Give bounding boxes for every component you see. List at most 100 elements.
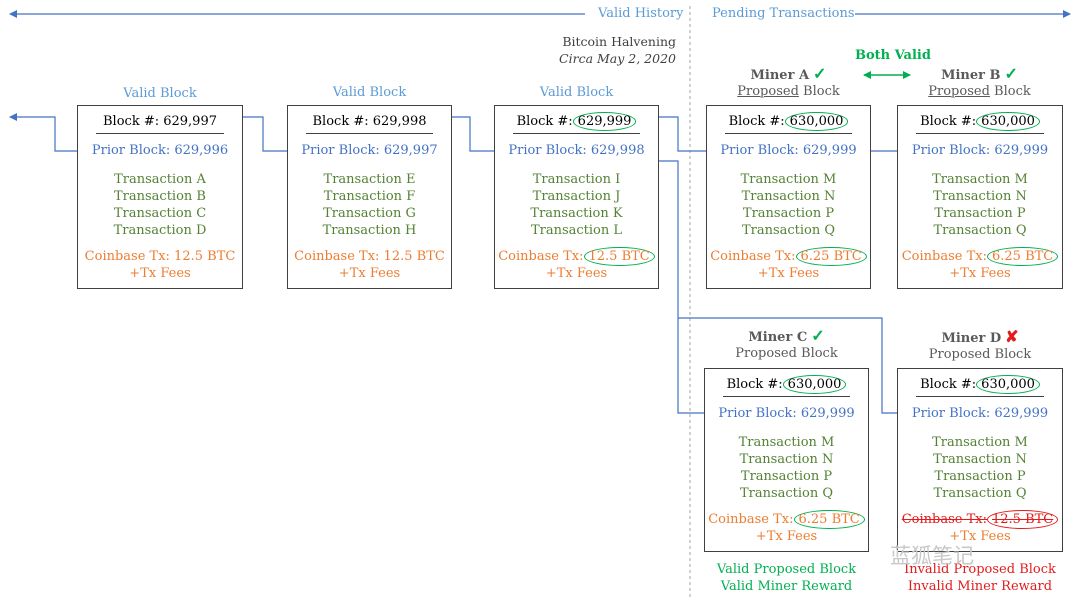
valid-history-label: Valid History — [598, 6, 684, 21]
block-divider — [96, 133, 224, 134]
transaction-item: Transaction P — [934, 206, 1026, 221]
block-number: Block #:630,000 — [898, 375, 1062, 394]
valid-block-label-1: Valid Block — [123, 86, 197, 101]
block-number: Block #: 629,997 — [103, 114, 217, 129]
coinbase-value-highlight: 12.5 BTC — [583, 247, 655, 266]
check-icon: ✓ — [811, 326, 825, 345]
halving-title: Bitcoin Halvening — [562, 34, 676, 49]
block-number-highlight: 630,000 — [782, 375, 847, 394]
tx-fees: +Tx Fees — [755, 529, 818, 544]
transaction-item: Transaction N — [741, 189, 836, 204]
pending-transactions-label: Pending Transactions — [712, 6, 855, 21]
block-629998: Block #: 629,998 Prior Block: 629,997 Tr… — [287, 105, 452, 289]
verdict-reward: Valid Miner Reward — [720, 579, 853, 594]
coinbase-tx: Coinbase Tx: 12.5 BTC — [294, 249, 445, 264]
block-divider — [916, 133, 1044, 134]
prior-block: Prior Block: 629,998 — [508, 143, 645, 158]
transaction-item: Transaction I — [532, 172, 621, 187]
coinbase: Coinbase Tx:12.5 BTC +Tx Fees — [495, 247, 658, 282]
prior-block: Prior Block: 629,999 — [911, 406, 1049, 421]
watermark: 蓝狐笔记 — [890, 544, 974, 568]
transaction-item: Transaction A — [114, 172, 206, 187]
miner-c-verdict: Valid Proposed Block Valid Miner Reward — [694, 561, 879, 595]
block-divider — [725, 133, 852, 134]
valid-block-label-2: Valid Block — [332, 85, 407, 100]
transaction-item: Transaction Q — [739, 486, 834, 501]
verdict-block: Invalid Proposed Block — [904, 562, 1056, 577]
transaction-list: Transaction E Transaction F Transaction … — [288, 171, 451, 239]
link-miner-c-prior — [646, 157, 724, 414]
transaction-list: Transaction I Transaction J Transaction … — [495, 171, 658, 239]
transaction-item: Transaction B — [114, 189, 206, 204]
block-number: Block #:630,000 — [898, 112, 1062, 131]
block-divider — [723, 396, 850, 397]
transaction-list: Transaction M Transaction N Transaction … — [898, 171, 1062, 239]
transaction-list: Transaction M Transaction N Transaction … — [898, 434, 1062, 502]
block-divider — [513, 133, 640, 134]
valid-block-label-3: Valid Block — [539, 85, 614, 100]
coinbase: Coinbase Tx:6.25 BTC +Tx Fees — [898, 247, 1062, 282]
block-number: Block #:630,000 — [705, 375, 868, 394]
transaction-item: Transaction M — [932, 172, 1028, 187]
transaction-item: Transaction F — [323, 189, 416, 204]
coinbase-value-highlight: 6.25 BTC — [987, 247, 1059, 266]
coinbase-value-highlight: 12.5 BTC — [987, 510, 1059, 529]
transaction-item: Transaction J — [532, 189, 621, 204]
block-number-highlight: 630,000 — [976, 112, 1040, 131]
transaction-item: Transaction Q — [741, 223, 836, 238]
transaction-item: Transaction M — [740, 172, 837, 187]
miner-name: Miner A — [750, 68, 810, 83]
coinbase-prefix: Coinbase Tx: — [710, 249, 796, 264]
transaction-item: Transaction M — [932, 435, 1028, 450]
coinbase-value-highlight: 6.25 BTC — [793, 510, 865, 529]
transaction-list: Transaction A Transaction B Transaction … — [78, 171, 242, 239]
miner-a-block: Block #:630,000 Prior Block: 629,999 Tra… — [706, 105, 871, 289]
transaction-item: Transaction L — [530, 223, 623, 238]
prior-block: Prior Block: 629,999 — [718, 406, 855, 421]
coinbase-prefix: Coinbase Tx: — [708, 512, 794, 527]
transaction-list: Transaction M Transaction N Transaction … — [707, 171, 870, 239]
verdict-reward: Invalid Miner Reward — [907, 579, 1053, 594]
block-divider — [916, 396, 1044, 397]
miner-a-title: Miner A✓ — [706, 64, 871, 83]
miner-c-subtitle: Proposed Block — [735, 346, 838, 361]
check-icon: ✓ — [813, 64, 827, 83]
block-number: Block #:629,999 — [495, 112, 658, 131]
proposed-word: Proposed — [737, 84, 799, 99]
miner-c-title: Miner C✓ — [704, 326, 869, 345]
coinbase-prefix: Coinbase Tx: — [901, 249, 987, 264]
block-prefix: Block #: — [728, 114, 785, 129]
block-number-highlight: 630,000 — [976, 375, 1040, 394]
transaction-item: Transaction K — [530, 206, 623, 221]
prior-block: Prior Block: 629,996 — [91, 143, 229, 158]
halving-note: Bitcoin Halvening Circa May 2, 2020 — [559, 33, 676, 67]
coinbase-prefix: Coinbase Tx: — [498, 249, 584, 264]
tx-fees: +Tx Fees — [129, 266, 191, 281]
prior-block: Prior Block: 629,999 — [911, 143, 1049, 158]
miner-b-subtitle: Proposed Block — [897, 84, 1062, 99]
tx-fees: +Tx Fees — [949, 529, 1011, 544]
block-number: Block #:630,000 — [707, 112, 870, 131]
coinbase-tx: Coinbase Tx:6.25 BTC — [898, 247, 1062, 266]
block-number-highlight: 629,999 — [572, 112, 637, 131]
transaction-item: Transaction N — [933, 189, 1027, 204]
block-number: Block #: 629,998 — [312, 114, 427, 129]
block-629999: Block #:629,999 Prior Block: 629,998 Tra… — [494, 105, 659, 289]
transaction-item: Transaction P — [740, 469, 833, 484]
tx-fees: +Tx Fees — [949, 266, 1011, 281]
coinbase-tx: Coinbase Tx:6.25 BTC — [705, 510, 868, 529]
transaction-item: Transaction M — [738, 435, 835, 450]
coinbase: Coinbase Tx:6.25 BTC +Tx Fees — [707, 247, 870, 282]
coinbase-tx: Coinbase Tx:12.5 BTC — [898, 510, 1062, 529]
miner-name: Miner B — [941, 68, 1001, 83]
transaction-item: Transaction Q — [933, 223, 1027, 238]
miner-b-block: Block #:630,000 Prior Block: 629,999 Tra… — [897, 105, 1063, 289]
prior-block: Prior Block: 629,997 — [301, 143, 438, 158]
coinbase-tx: Coinbase Tx:12.5 BTC — [495, 247, 658, 266]
block-prefix: Block #: — [726, 377, 783, 392]
transaction-item: Transaction N — [739, 452, 834, 467]
transaction-item: Transaction H — [322, 223, 417, 238]
miner-c-block: Block #:630,000 Prior Block: 629,999 Tra… — [704, 368, 869, 552]
miner-d-subtitle: Proposed Block — [928, 347, 1032, 362]
verdict-block: Valid Proposed Block — [716, 562, 857, 577]
